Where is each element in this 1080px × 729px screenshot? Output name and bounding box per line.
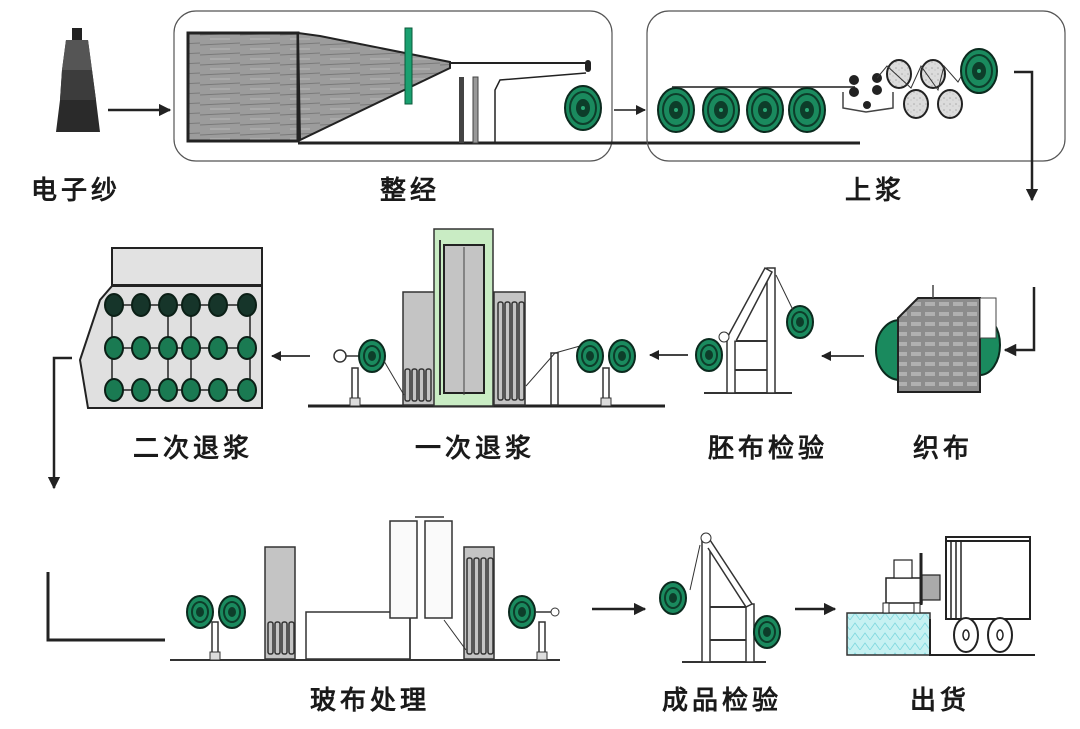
desizing-roller-icon (158, 336, 178, 360)
desizing-roller-icon (237, 293, 257, 317)
arrow-sizing-to-weaving (1014, 70, 1039, 202)
greige-inspection-machine-icon (695, 266, 814, 394)
desizing-roller-icon (131, 378, 151, 402)
desizing-roller-icon (158, 293, 178, 317)
warping-creel-icon (186, 27, 860, 145)
loom-icon (875, 285, 1001, 393)
desizing-roller-icon (104, 378, 124, 402)
desizing-roller-icon (131, 293, 151, 317)
step-label-first-desizing: 一次退浆 (414, 434, 536, 464)
sizing-machine-icon (657, 48, 998, 133)
sizing-frame (646, 10, 1066, 162)
step-label-final-inspection: 成品检验 (661, 686, 783, 716)
step-label-shipping: 出货 (909, 686, 971, 716)
step-label-yarn: 电子纱 (30, 176, 122, 206)
desizing-roller-icon (208, 336, 228, 360)
warping-frame (173, 10, 613, 162)
step-label-weaving: 织布 (912, 434, 974, 464)
yarn-bobbin-icon (56, 28, 100, 132)
step-label-cloth-treatment: 玻布处理 (309, 686, 431, 716)
desizing-roller-icon (181, 336, 201, 360)
step-label-second-desizing: 二次退浆 (132, 434, 254, 464)
desizing-roller-icon (208, 293, 228, 317)
desizing-roller-icon (181, 378, 201, 402)
desizing-roller-icon (158, 378, 178, 402)
desizing-roller-icon (104, 336, 124, 360)
desizing-roller-icon (104, 293, 124, 317)
desizing-roller-icon (181, 293, 201, 317)
step-label-greige-inspection: 胚布检验 (707, 434, 829, 464)
second-desizing-machine-icon (78, 247, 263, 409)
desizing-roller-icon (237, 336, 257, 360)
desizing-roller-icon (131, 336, 151, 360)
final-inspection-machine-icon (659, 532, 781, 663)
cloth-treatment-machine-icon (170, 516, 560, 661)
desizing-roller-icon (208, 378, 228, 402)
arrow-second-desizing-to-cloth-treatment (47, 356, 72, 490)
flow-connector-line (46, 572, 165, 642)
step-label-warping: 整经 (379, 176, 441, 206)
arrow-into-weaving (1003, 287, 1036, 357)
step-label-sizing: 上浆 (844, 176, 906, 206)
desizing-roller-icon (237, 378, 257, 402)
shipping-truck-icon (846, 536, 1035, 656)
first-desizing-machine-icon (308, 228, 665, 408)
